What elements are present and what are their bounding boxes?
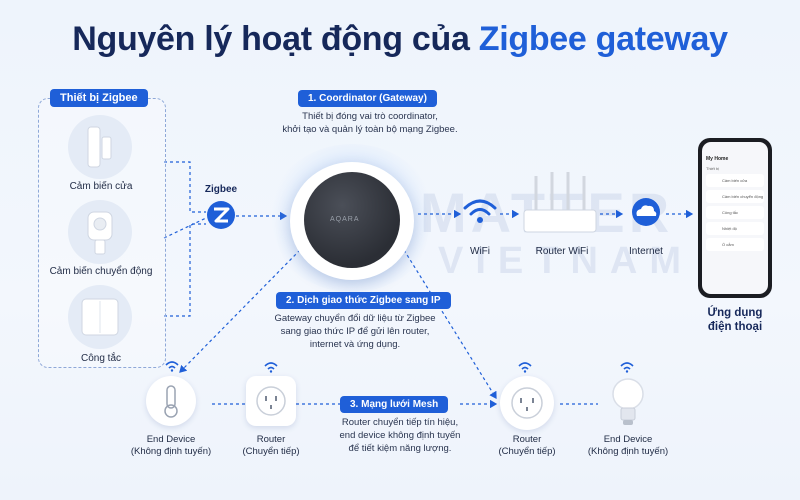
wifi-icon bbox=[462, 196, 498, 231]
router-left-sub: (Chuyển tiếp) bbox=[242, 446, 300, 457]
step2-desc: Gateway chuyển đổi dữ liệu từ Zigbee san… bbox=[250, 312, 460, 351]
phone-row: Ổ cắm bbox=[706, 238, 764, 251]
app-label-line2: điện thoại bbox=[707, 321, 763, 333]
end-device-right-sub: (Không định tuyến) bbox=[587, 446, 669, 457]
line-gateway-enddevice-left bbox=[179, 249, 301, 373]
line-device-3 bbox=[164, 223, 206, 317]
phone-row: Nhiệt độ bbox=[706, 222, 764, 235]
phone-row: Cảm biến cửa bbox=[706, 174, 764, 187]
phone-row-label: Cảm biến chuyển động bbox=[722, 194, 764, 199]
router-left bbox=[246, 376, 296, 426]
step2-label: 2. Dịch giao thức Zigbee sang IP bbox=[276, 292, 451, 309]
motion-sensor-label: Cảm biến chuyển động bbox=[49, 266, 153, 277]
cloud-icon bbox=[626, 196, 666, 233]
zigbee-gateway: AQARA bbox=[290, 162, 414, 280]
switch-label: Công tắc bbox=[80, 353, 122, 364]
router-right-role: Router bbox=[512, 434, 542, 445]
line-gateway-router-right bbox=[403, 249, 497, 400]
step3-desc: Router chuyển tiếp tín hiệu, end device … bbox=[300, 416, 500, 455]
end-device-right-role: End Device bbox=[603, 434, 653, 445]
step3-desc-line2: end device không định tuyến bbox=[339, 430, 461, 441]
wifi-signal-icon bbox=[264, 360, 278, 378]
internet-label: Internet bbox=[629, 246, 663, 257]
phone-row-label: Công tắc bbox=[722, 210, 739, 215]
motion-sensor-icon bbox=[87, 211, 113, 255]
gateway-brand: AQARA bbox=[330, 216, 360, 223]
devices-panel-label: Thiết bị Zigbee bbox=[50, 89, 148, 107]
motion-sensor-image bbox=[68, 200, 132, 264]
wifi-signal-icon bbox=[165, 360, 179, 375]
step3-desc-line3: để tiết kiệm năng lượng. bbox=[348, 443, 452, 454]
end-device-left bbox=[146, 376, 196, 426]
zigbee-label: Zigbee bbox=[204, 184, 238, 195]
switch-icon bbox=[81, 298, 119, 336]
phone-row: Công tắc bbox=[706, 206, 764, 219]
step3-label: 3. Mạng lưới Mesh bbox=[340, 396, 449, 413]
app-label: Ứng dụng điện thoại bbox=[690, 306, 780, 334]
router-right-sub: (Chuyển tiếp) bbox=[498, 446, 556, 457]
phone-row-label: Nhiệt độ bbox=[722, 226, 737, 231]
title-accent: Zigbee gateway bbox=[478, 20, 728, 58]
step2-desc-line3: internet và ứng dụng. bbox=[309, 339, 401, 350]
router-right bbox=[500, 376, 554, 430]
watermark-vietnam: VIETNAM bbox=[438, 240, 693, 282]
app-label-line1: Ứng dụng bbox=[707, 307, 763, 319]
router-wifi-label: Router WiFi bbox=[535, 246, 589, 257]
smart-plug-icon bbox=[511, 387, 543, 419]
thermometer-icon bbox=[164, 385, 178, 418]
line-device-2 bbox=[163, 217, 207, 239]
phone-row: Cảm biến chuyển động bbox=[706, 190, 764, 203]
step2-desc-line2: sang giao thức IP để gửi lên router, bbox=[280, 326, 430, 337]
end-device-left-sub: (Không định tuyến) bbox=[130, 446, 212, 457]
zigbee-logo-icon bbox=[206, 200, 236, 235]
door-sensor-icon bbox=[87, 126, 112, 168]
door-sensor-image bbox=[68, 115, 132, 179]
smartphone: My Home Thiết bị Cảm biến cửa Cảm biến c… bbox=[698, 138, 772, 298]
door-sensor-label: Cảm biến cửa bbox=[69, 181, 133, 192]
wifi-signal-icon bbox=[518, 360, 532, 378]
phone-row-label: Ổ cắm bbox=[722, 242, 734, 247]
router-wifi-icon bbox=[518, 170, 602, 247]
switch-image bbox=[68, 285, 132, 349]
line-device-1 bbox=[164, 161, 206, 213]
end-device-left-role: End Device bbox=[146, 434, 196, 445]
phone-row-label: Cảm biến cửa bbox=[722, 178, 748, 183]
phone-screen: My Home Thiết bị Cảm biến cửa Cảm biến c… bbox=[702, 142, 768, 294]
step1-desc: Thiết bị đóng vai trò coordinator, khởi … bbox=[250, 110, 490, 136]
end-device-right bbox=[604, 374, 652, 430]
gateway-top-icon: AQARA bbox=[304, 172, 400, 268]
light-bulb-icon bbox=[612, 378, 644, 425]
step2-desc-line1: Gateway chuyển đổi dữ liệu từ Zigbee bbox=[274, 313, 436, 324]
step3-desc-line1: Router chuyển tiếp tín hiệu, bbox=[341, 417, 459, 428]
router-left-role: Router bbox=[256, 434, 286, 445]
wifi-label: WiFi bbox=[470, 246, 490, 257]
page-title: Nguyên lý hoạt động của Zigbee gateway bbox=[0, 20, 800, 59]
smart-plug-icon bbox=[256, 386, 286, 416]
phone-screen-title: My Home bbox=[706, 156, 729, 162]
step1-desc-line2: khởi tạo và quản lý toàn bộ mạng Zigbee. bbox=[282, 124, 458, 135]
step1-desc-line1: Thiết bị đóng vai trò coordinator, bbox=[302, 111, 438, 122]
step1-label: 1. Coordinator (Gateway) bbox=[298, 90, 437, 107]
phone-screen-subtitle: Thiết bị bbox=[706, 166, 720, 171]
wifi-signal-icon bbox=[620, 360, 634, 378]
title-main: Nguyên lý hoạt động của bbox=[72, 20, 470, 58]
